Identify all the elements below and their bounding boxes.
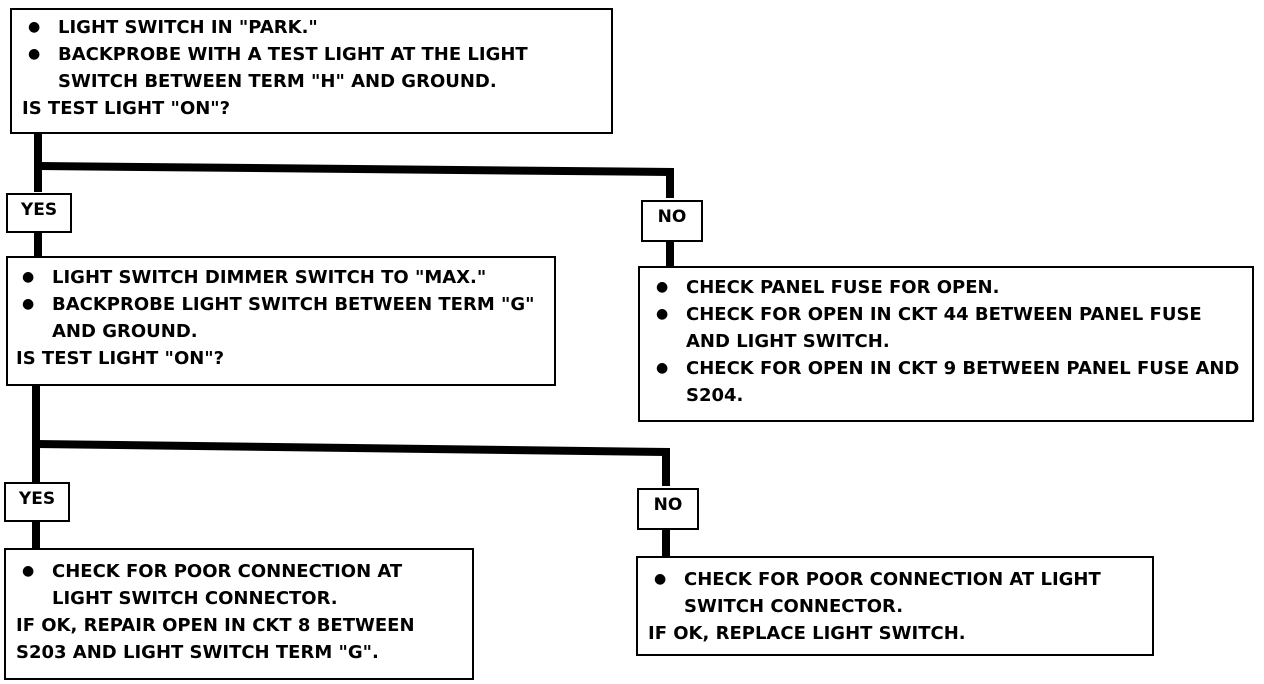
yes-label: YES	[6, 193, 72, 233]
list-item: BACKPROBE WITH A TEST LIGHT AT THE LIGHT…	[22, 41, 601, 95]
step2-no-note: IF OK, REPLACE LIGHT SWITCH.	[648, 623, 966, 644]
no-label: NO	[641, 200, 703, 242]
step2-question: IS TEST LIGHT "ON"?	[16, 348, 225, 369]
list-item: CHECK PANEL FUSE FOR OPEN.	[650, 274, 1242, 301]
step2-yes-note: IF OK, REPAIR OPEN IN CKT 8 BETWEEN S203…	[16, 615, 415, 663]
list-item: CHECK FOR OPEN IN CKT 9 BETWEEN PANEL FU…	[650, 355, 1242, 409]
no-label: NO	[637, 488, 699, 530]
yes-label: YES	[4, 482, 70, 522]
list-item: CHECK FOR OPEN IN CKT 44 BETWEEN PANEL F…	[650, 301, 1242, 355]
step2-box: LIGHT SWITCH DIMMER SWITCH TO "MAX." BAC…	[6, 256, 556, 386]
yes-label-text: YES	[18, 489, 56, 509]
step1-box: LIGHT SWITCH IN "PARK." BACKPROBE WITH A…	[10, 8, 613, 134]
list-item: CHECK FOR POOR CONNECTION AT LIGHT SWITC…	[16, 558, 462, 612]
yes-label-text: YES	[20, 200, 58, 220]
connector-step2-no	[35, 440, 670, 486]
connector-step1-no	[37, 162, 674, 198]
list-item: BACKPROBE LIGHT SWITCH BETWEEN TERM "G" …	[16, 291, 546, 345]
step2-no-result-box: CHECK FOR POOR CONNECTION AT LIGHT SWITC…	[636, 556, 1154, 656]
no-label-text: NO	[653, 495, 683, 515]
no-label-text: NO	[657, 207, 687, 227]
list-item: CHECK FOR POOR CONNECTION AT LIGHT SWITC…	[648, 566, 1142, 620]
list-item: LIGHT SWITCH DIMMER SWITCH TO "MAX."	[16, 264, 546, 291]
list-item: LIGHT SWITCH IN "PARK."	[22, 14, 601, 41]
step2-yes-result-box: CHECK FOR POOR CONNECTION AT LIGHT SWITC…	[4, 548, 474, 680]
step1-no-result-box: CHECK PANEL FUSE FOR OPEN. CHECK FOR OPE…	[638, 266, 1254, 422]
step1-question: IS TEST LIGHT "ON"?	[22, 98, 231, 119]
